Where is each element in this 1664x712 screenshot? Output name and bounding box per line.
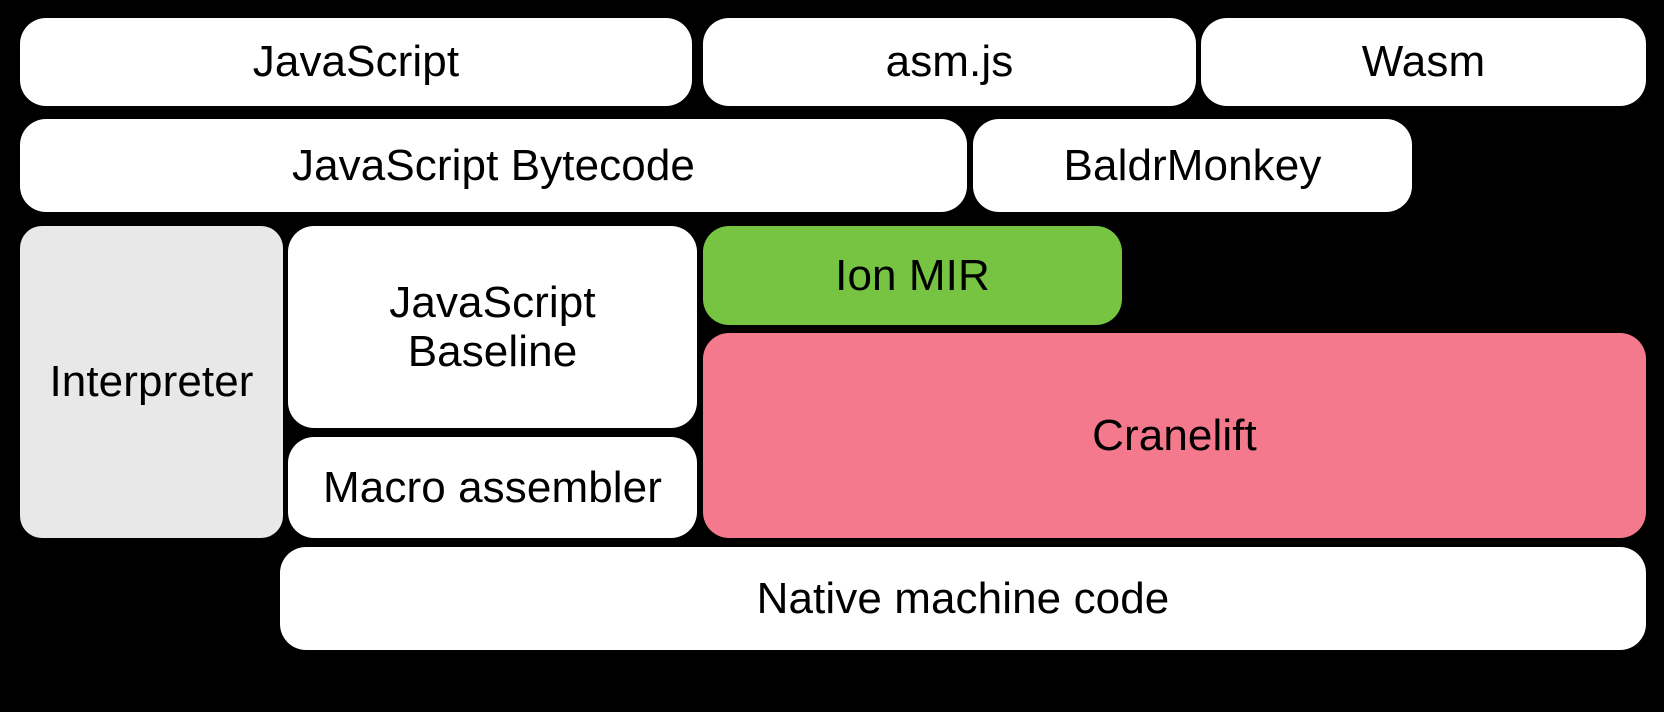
node-javascript[interactable]: JavaScript — [20, 18, 692, 106]
node-javascript-baseline[interactable]: JavaScript Baseline — [288, 226, 697, 428]
node-ion-mir[interactable]: Ion MIR — [703, 226, 1122, 325]
node-cranelift[interactable]: Cranelift — [703, 333, 1646, 538]
node-baldrmonkey[interactable]: BaldrMonkey — [973, 119, 1412, 212]
node-wasm[interactable]: Wasm — [1201, 18, 1646, 106]
node-asm-js[interactable]: asm.js — [703, 18, 1196, 106]
node-native-machine-code[interactable]: Native machine code — [280, 547, 1646, 650]
node-interpreter[interactable]: Interpreter — [20, 226, 283, 538]
node-macro-assembler[interactable]: Macro assembler — [288, 437, 697, 538]
node-javascript-bytecode[interactable]: JavaScript Bytecode — [20, 119, 967, 212]
